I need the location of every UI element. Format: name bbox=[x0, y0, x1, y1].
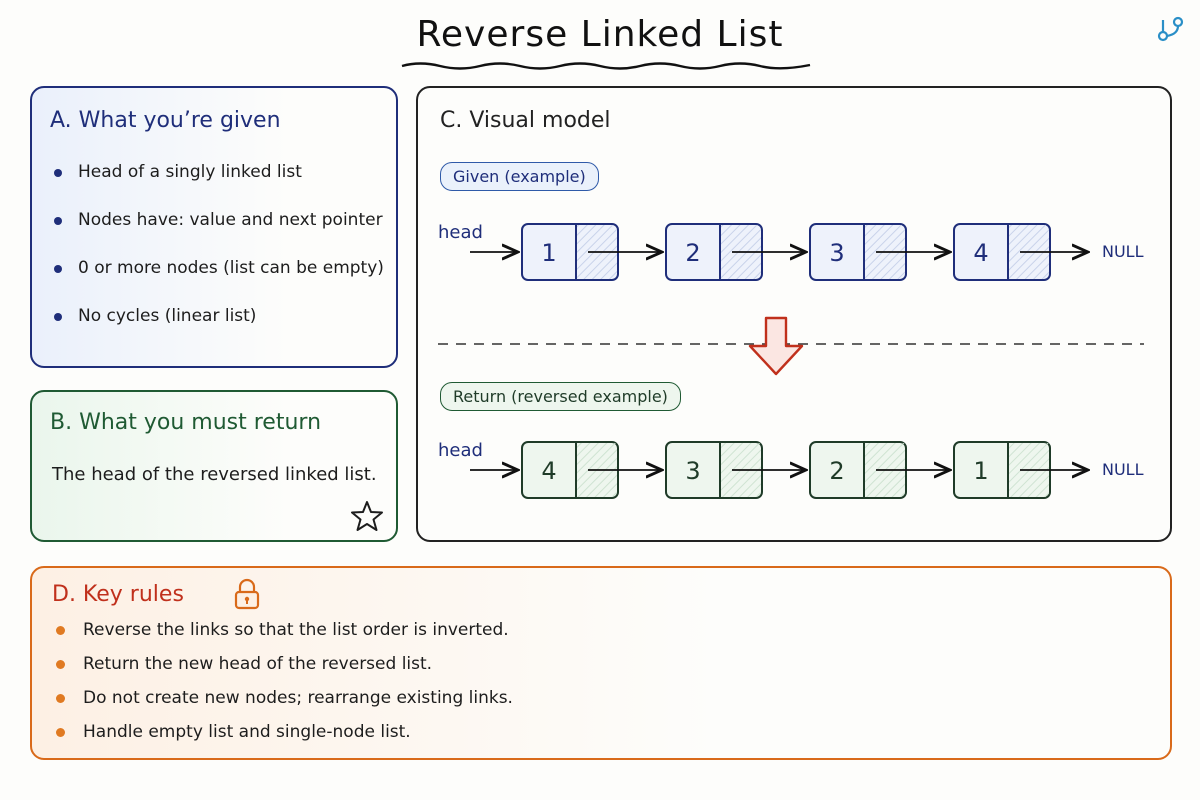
return-node-value: 2 bbox=[829, 457, 844, 485]
bullet-icon bbox=[56, 626, 65, 635]
bullet-icon bbox=[56, 660, 65, 669]
list-item: 0 or more nodes (list can be empty) bbox=[52, 258, 384, 306]
given-list: Head of a singly linked list Nodes have:… bbox=[52, 162, 384, 354]
title-underline bbox=[401, 62, 811, 70]
return-node-value: 3 bbox=[685, 457, 700, 485]
bullet-icon bbox=[54, 169, 62, 177]
linked-list-diagram: 1 2 3 4 4 3 2 1 bbox=[438, 223, 1144, 499]
list-item: Head of a singly linked list bbox=[52, 162, 384, 210]
given-node-1: 1 bbox=[521, 223, 619, 281]
return-title: B. What you must return bbox=[50, 410, 322, 435]
return-node-value: 4 bbox=[541, 457, 556, 485]
rules-title: D. Key rules bbox=[52, 582, 184, 607]
lock-icon bbox=[234, 578, 260, 610]
given-node-value: 3 bbox=[829, 239, 844, 267]
given-node-value: 1 bbox=[541, 239, 556, 267]
rules-card: D. Key rules Reverse the links so that t… bbox=[30, 566, 1172, 760]
return-card: B. What you must return The head of the … bbox=[30, 390, 398, 542]
visual-model-card: C. Visual model Given (example) Return (… bbox=[416, 86, 1172, 542]
bullet-icon bbox=[54, 217, 62, 225]
bullet-icon bbox=[54, 265, 62, 273]
return-node-value: 1 bbox=[973, 457, 988, 485]
page-title: Reverse Linked List bbox=[416, 14, 784, 55]
list-item: Handle empty list and single-node list. bbox=[54, 722, 513, 756]
given-head-label: head bbox=[438, 222, 483, 243]
list-item: Do not create new nodes; rearrange exist… bbox=[54, 688, 513, 722]
return-pill: Return (reversed example) bbox=[440, 382, 681, 411]
given-null-label: NULL bbox=[1102, 242, 1144, 261]
return-null-label: NULL bbox=[1102, 460, 1144, 479]
bullet-icon bbox=[54, 313, 62, 321]
list-item: Reverse the links so that the list order… bbox=[54, 620, 513, 654]
list-item: Nodes have: value and next pointer bbox=[52, 210, 384, 258]
list-item: No cycles (linear list) bbox=[52, 306, 384, 354]
bullet-icon bbox=[56, 694, 65, 703]
given-title: A. What you’re given bbox=[50, 108, 281, 133]
visual-title: C. Visual model bbox=[440, 108, 611, 133]
list-item: Return the new head of the reversed list… bbox=[54, 654, 513, 688]
branch-icon bbox=[1157, 16, 1184, 42]
return-text: The head of the reversed linked list. bbox=[52, 464, 377, 485]
rules-list: Reverse the links so that the list order… bbox=[54, 620, 513, 756]
given-pill: Given (example) bbox=[440, 162, 599, 191]
return-head-label: head bbox=[438, 440, 483, 461]
bullet-icon bbox=[56, 728, 65, 737]
given-node-value: 2 bbox=[685, 239, 700, 267]
given-node-value: 4 bbox=[973, 239, 988, 267]
star-icon bbox=[351, 501, 383, 531]
given-card: A. What you’re given Head of a singly li… bbox=[30, 86, 398, 368]
down-arrow-icon bbox=[748, 316, 804, 376]
